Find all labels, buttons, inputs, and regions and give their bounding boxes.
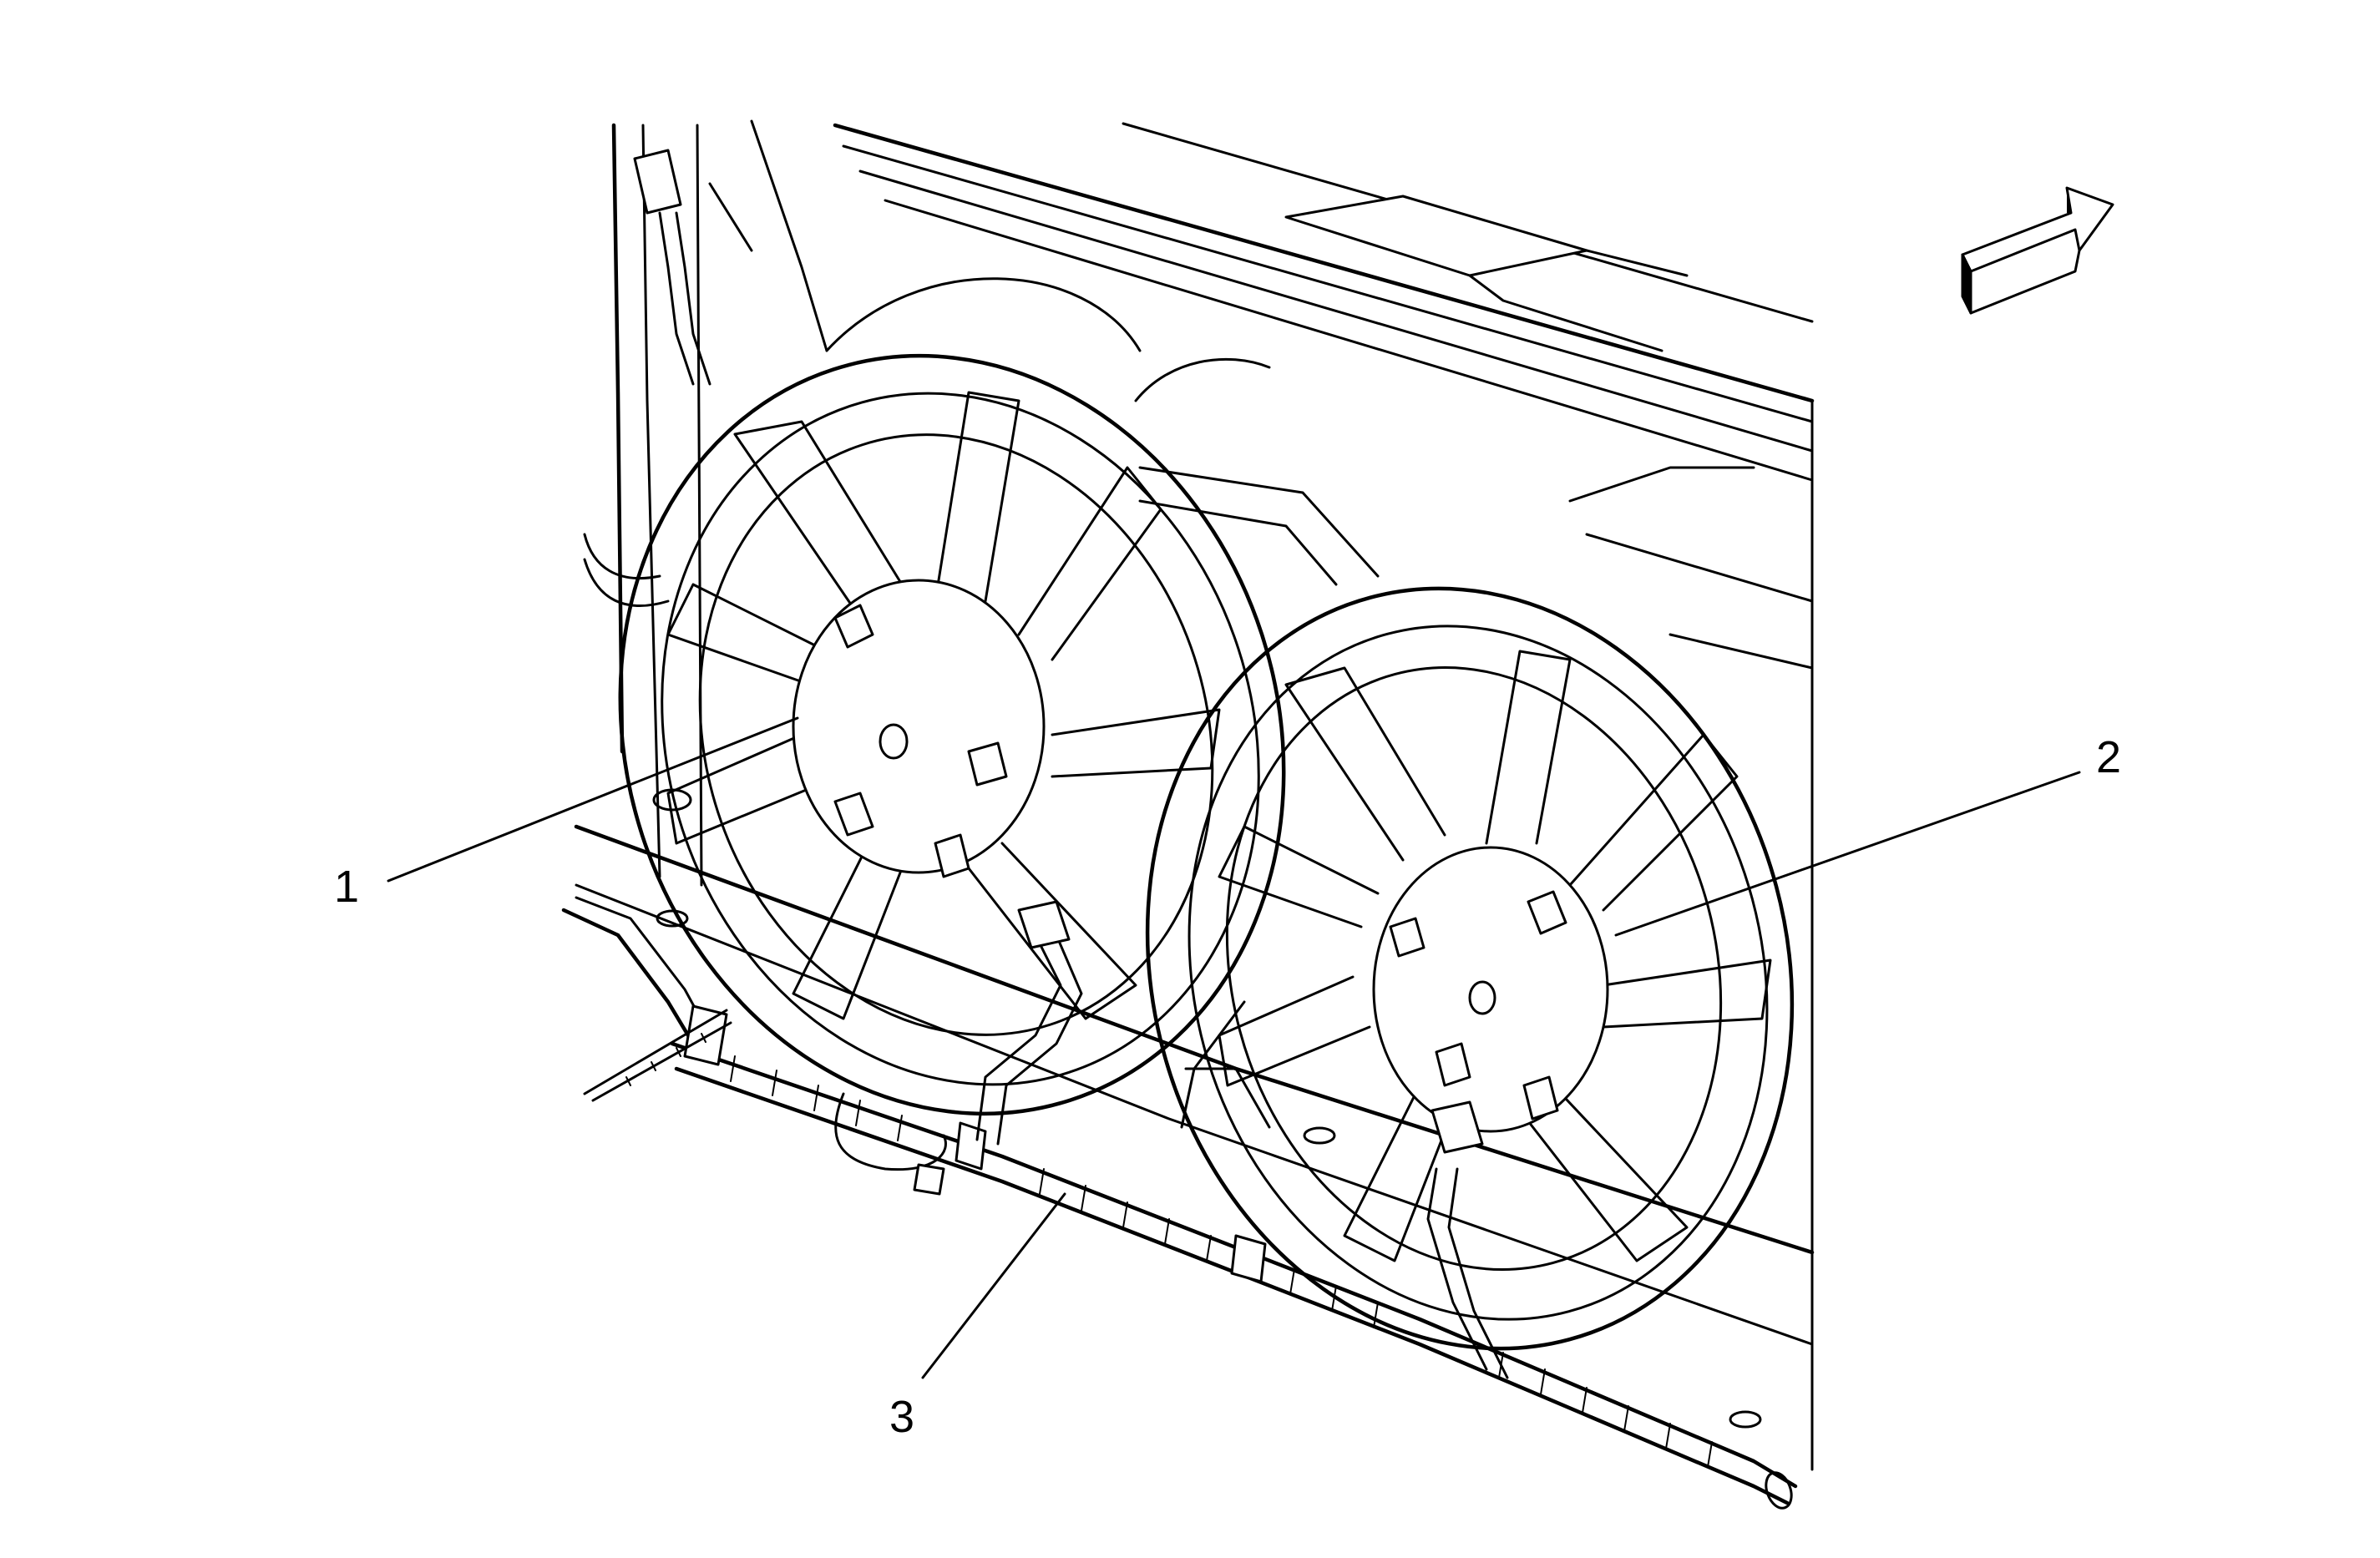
leader-line-1	[387, 716, 799, 883]
leader-line-3	[921, 1192, 1066, 1379]
left-fan-blades	[666, 391, 1221, 1020]
left-fan-motor	[792, 579, 1046, 874]
radiator-shroud	[574, 119, 1815, 1471]
leader-line-2	[1614, 771, 2081, 937]
right-fan-connector	[1431, 1100, 1484, 1154]
right-fan-motor	[1372, 846, 1609, 1133]
callout-leaders	[387, 716, 2081, 1379]
right-cooling-fan	[1145, 586, 1795, 1351]
forward-arrow-icon	[1961, 186, 2114, 315]
callout-label-1: 1	[334, 862, 359, 912]
left-cooling-fan	[618, 353, 1286, 1116]
callout-label-2: 2	[2096, 732, 2121, 782]
callout-label-3: 3	[889, 1392, 914, 1442]
right-fan-blades	[1218, 650, 1772, 1262]
upper-left-connector	[583, 149, 711, 608]
fan-wiring-harness	[561, 896, 1798, 1510]
left-fan-connector	[1017, 900, 1071, 949]
